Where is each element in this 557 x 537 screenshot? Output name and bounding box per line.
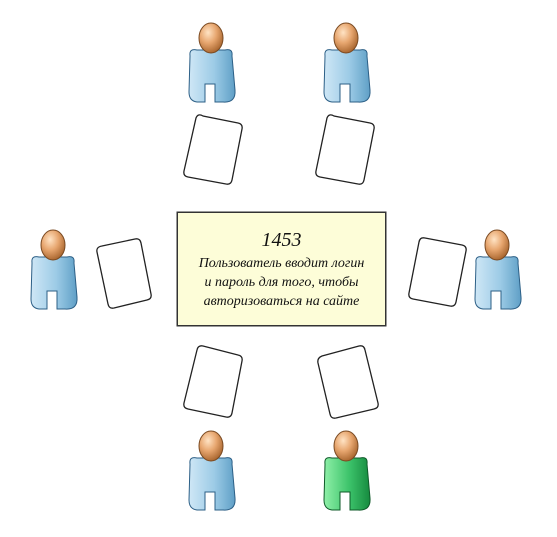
person-top-right: [323, 22, 371, 103]
person-left: [30, 229, 78, 310]
story-description-line: и пароль для того, чтобы: [204, 274, 359, 290]
story-card: 1453 Пользователь вводит логин и пароль …: [177, 212, 386, 326]
story-card-background: [176, 211, 387, 327]
story-id: 1453: [261, 228, 302, 251]
paper-sheet: [183, 114, 243, 185]
paper-sheet: [317, 345, 379, 419]
person-bottom-right-highlighted: [323, 430, 371, 511]
story-description: Пользователь вводит логин и пароль для т…: [182, 254, 382, 311]
paper-sheet: [315, 114, 375, 185]
person-right: [474, 229, 522, 310]
paper-sheet: [183, 345, 243, 418]
paper-sheet: [96, 238, 152, 309]
story-description-line: Пользователь вводит логин: [198, 255, 365, 271]
paper-sheet: [408, 237, 467, 307]
story-description-line: авторизоваться на сайте: [203, 293, 360, 309]
person-bottom-left: [188, 430, 236, 511]
person-top-left: [188, 22, 236, 103]
